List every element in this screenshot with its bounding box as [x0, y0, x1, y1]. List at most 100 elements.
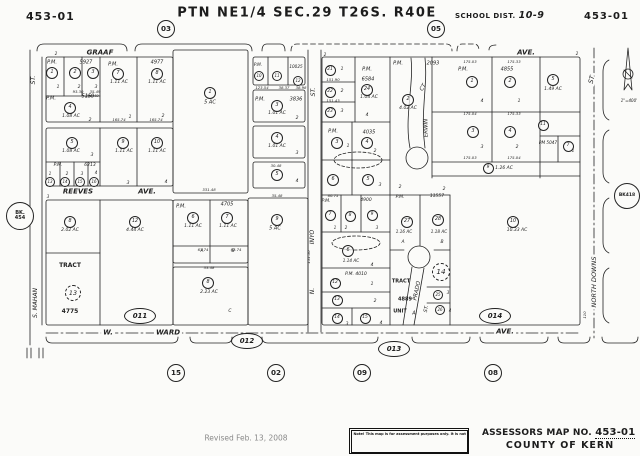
- lot-number: 1: [340, 66, 344, 72]
- corner-tick: 2: [323, 52, 327, 57]
- map-label: P.M.: [328, 128, 338, 135]
- parcel-circle-10: 10: [254, 71, 264, 81]
- street-label-n: N.: [309, 287, 316, 295]
- parcel-circle-7: 7: [562, 140, 574, 152]
- lot-number: 2: [373, 148, 377, 154]
- map-label: 10.33 AC: [506, 227, 528, 233]
- map-label: P.M.: [321, 198, 331, 204]
- parcel-circle-24: 24: [361, 84, 373, 96]
- street-label-w-ward: W.: [101, 328, 115, 337]
- parcel-circle-14: 14: [60, 177, 70, 187]
- dimension: 35.49: [89, 89, 101, 95]
- dimension: 151.43: [326, 98, 340, 104]
- map-label: 1.26 AC: [495, 165, 513, 171]
- assessors-map-label: ASSESSORS MAP NO.: [482, 428, 592, 438]
- map-title: PTN NE1/4 SEC.29 T26S. R40E: [177, 5, 437, 21]
- map-label: A: [412, 310, 416, 317]
- parcel-circle-1: 1: [46, 67, 58, 79]
- lot-number: 4: [365, 112, 369, 118]
- lot-number: 3: [90, 152, 94, 158]
- parcel-circle-10: 10: [151, 137, 163, 149]
- lot-number: 1: [346, 143, 350, 149]
- parcel-circle-15: 15: [75, 177, 85, 187]
- parcel-circle-3: 3: [467, 126, 479, 138]
- map-ref-circle-BK.: BK.454: [6, 202, 34, 230]
- map-label: 11557: [429, 193, 445, 199]
- map-label: 1.08 AC: [62, 148, 80, 154]
- lot-number: 2: [398, 184, 402, 190]
- dimension: 33.48: [203, 265, 215, 271]
- dimension: 35.48: [271, 193, 283, 199]
- street-label-inyo: INYO: [309, 229, 316, 245]
- parcel-circle-9: 9: [117, 137, 129, 149]
- dimension: 331.48: [202, 187, 216, 193]
- street-label-erwin: ERWIN: [423, 118, 430, 138]
- parcel-circle-9: 9: [271, 214, 283, 226]
- map-label: 1.11 AC: [148, 148, 166, 154]
- map-label: 1.11 AC: [115, 148, 133, 154]
- street-label-ave: AVE.: [138, 187, 156, 196]
- street-label-ward: WARD: [153, 328, 183, 337]
- dimension: 63.74: [230, 247, 242, 253]
- parcel-circle-13: 13: [65, 285, 81, 301]
- lot-number: 2: [161, 113, 165, 119]
- parcel-circle-11: 11: [537, 119, 549, 131]
- map-label: P.M.: [255, 96, 265, 103]
- map-label: A: [401, 239, 405, 245]
- lot-number: 3: [345, 321, 349, 327]
- parcel-circle-1: 1: [204, 87, 216, 99]
- lot-number: 2: [515, 144, 519, 150]
- map-label: 1.08 AC: [62, 113, 80, 119]
- parcel-circle-10: 10: [507, 216, 519, 228]
- lot-number: 4: [379, 320, 383, 326]
- school-district: SCHOOL DIST. 10-9: [455, 10, 544, 21]
- scale-note: 1"=400': [620, 98, 638, 103]
- map-label: 4900: [360, 197, 372, 203]
- dimension: 63.74: [197, 247, 209, 253]
- map-label: 1.11 AC: [219, 223, 237, 229]
- parcel-circle-5: 5: [66, 137, 78, 149]
- map-label: 2.02 AC: [61, 227, 79, 233]
- disclaimer-note-text: Note! This map is for assessment purpose…: [350, 429, 468, 453]
- parcel-circle-14: 14: [432, 263, 450, 281]
- parcel-circle-8: 8: [64, 216, 76, 228]
- map-label: P.M. 4010: [345, 271, 367, 277]
- lot-number: 2: [340, 88, 344, 94]
- corner-tick: 2: [54, 51, 58, 56]
- parcel-circle-11: 11: [272, 71, 282, 81]
- lot-number: A: [200, 248, 204, 254]
- parcel-circle-25: 25: [433, 290, 443, 300]
- street-label-st: ST.: [422, 304, 431, 314]
- parcel-circle-4: 4: [271, 132, 283, 144]
- map-label: 1.18 AC: [430, 228, 448, 234]
- corner-tick: 2: [575, 51, 579, 56]
- map-label: TRACT: [391, 278, 411, 285]
- dimension: 38.98: [295, 85, 307, 91]
- parcel-circle-8: 8: [151, 68, 163, 80]
- lot-number: 1: [48, 171, 52, 176]
- parcel-circle-3: 3: [271, 100, 283, 112]
- lot-number: 3: [80, 171, 84, 176]
- school-district-label: SCHOOL DIST.: [455, 12, 516, 20]
- map-label: P.M.: [362, 66, 372, 73]
- parcel-circle-14: 14: [331, 312, 343, 324]
- map-ref-circle-03: 03: [157, 20, 175, 38]
- parcel-circle-21: 21: [324, 64, 336, 76]
- map-ref-oval-011: 011: [124, 308, 156, 324]
- lot-number: 3: [126, 180, 130, 186]
- map-label: 4889: [398, 296, 412, 303]
- dimension: 175.33: [507, 59, 521, 65]
- lot-number: 4: [164, 179, 168, 185]
- map-ref-circle-02: 02: [267, 364, 285, 382]
- dimension: 30.48: [270, 163, 282, 169]
- parcel-circle-5: 5: [362, 174, 374, 186]
- dimension: 175.03: [463, 59, 477, 65]
- parcel-circle-12: 12: [293, 76, 303, 86]
- map-label: 1.11 AC: [148, 79, 166, 85]
- map-label: 1.14 AC: [342, 257, 360, 263]
- lot-number: 2: [442, 186, 446, 192]
- parcel-circle-9: 9: [482, 162, 494, 174]
- map-label: B: [440, 239, 444, 245]
